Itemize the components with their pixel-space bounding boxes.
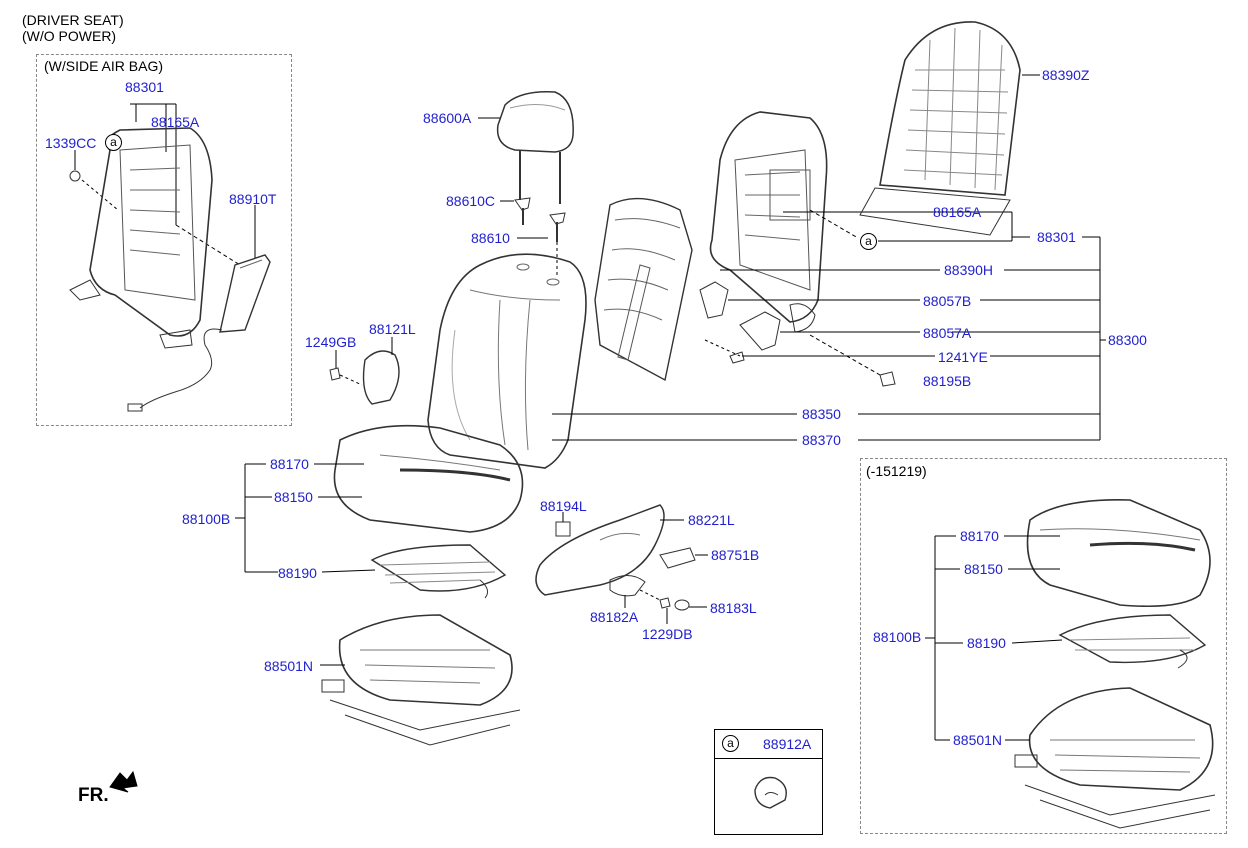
part-label-88390h[interactable]: 88390H [944, 262, 994, 278]
part-label-88121l[interactable]: 88121L [369, 321, 416, 337]
part-label-88501n-variant[interactable]: 88501N [953, 732, 1003, 748]
part-label-88301-airbag[interactable]: 88301 [125, 79, 164, 95]
front-direction-label: FR. [78, 785, 109, 806]
variant-box [860, 458, 1227, 834]
part-label-88300[interactable]: 88300 [1108, 332, 1147, 348]
part-label-88170-variant[interactable]: 88170 [960, 528, 999, 544]
part-label-88195b[interactable]: 88195B [923, 373, 972, 389]
part-label-88150[interactable]: 88150 [274, 489, 313, 505]
part-label-88610c[interactable]: 88610C [446, 193, 496, 209]
part-label-88390z[interactable]: 88390Z [1042, 67, 1090, 83]
part-label-88501n[interactable]: 88501N [264, 658, 314, 674]
part-label-88910t[interactable]: 88910T [229, 191, 277, 207]
diagram-header-without-power: (W/O POWER) [22, 28, 117, 44]
part-label-1339cc[interactable]: 1339CC [45, 135, 97, 151]
legend-part-88912a[interactable]: 88912A [763, 736, 812, 752]
part-label-88100b-variant[interactable]: 88100B [873, 629, 922, 645]
variant-box-label: (-151219) [866, 463, 927, 479]
diagram-header-driver-seat: (DRIVER SEAT) [22, 12, 124, 28]
part-label-1249gb[interactable]: 1249GB [305, 334, 357, 350]
part-label-88183l[interactable]: 88183L [710, 600, 757, 616]
legend-divider [715, 758, 822, 759]
part-label-88370[interactable]: 88370 [802, 432, 841, 448]
side-airbag-box [36, 54, 292, 426]
part-label-1241ye[interactable]: 1241YE [938, 349, 988, 365]
part-label-88170[interactable]: 88170 [270, 456, 309, 472]
part-label-88100b[interactable]: 88100B [182, 511, 231, 527]
part-label-88190-variant[interactable]: 88190 [967, 635, 1006, 651]
part-label-88150-variant[interactable]: 88150 [964, 561, 1003, 577]
legend-symbol-a: a [722, 735, 739, 752]
part-label-88165a[interactable]: 88165A [933, 204, 982, 220]
part-label-88165a-airbag[interactable]: 88165A [151, 114, 200, 130]
part-label-88182a[interactable]: 88182A [590, 609, 639, 625]
part-label-88190[interactable]: 88190 [278, 565, 317, 581]
part-label-1229db[interactable]: 1229DB [642, 626, 693, 642]
callout-a-frame: a [860, 233, 877, 250]
part-label-88610[interactable]: 88610 [471, 230, 510, 246]
side-airbag-box-label: (W/SIDE AIR BAG) [44, 58, 164, 74]
part-label-88751b[interactable]: 88751B [711, 547, 760, 563]
part-label-88057b[interactable]: 88057B [923, 293, 972, 309]
callout-a-airbag: a [105, 134, 122, 151]
part-label-88600a[interactable]: 88600A [423, 110, 472, 126]
part-label-88221l[interactable]: 88221L [688, 512, 735, 528]
part-label-88057a[interactable]: 88057A [923, 325, 972, 341]
part-label-88350[interactable]: 88350 [802, 406, 841, 422]
part-label-88301[interactable]: 88301 [1037, 229, 1076, 245]
legend-box: a 88912A [714, 729, 823, 835]
part-label-88194l[interactable]: 88194L [540, 498, 587, 514]
